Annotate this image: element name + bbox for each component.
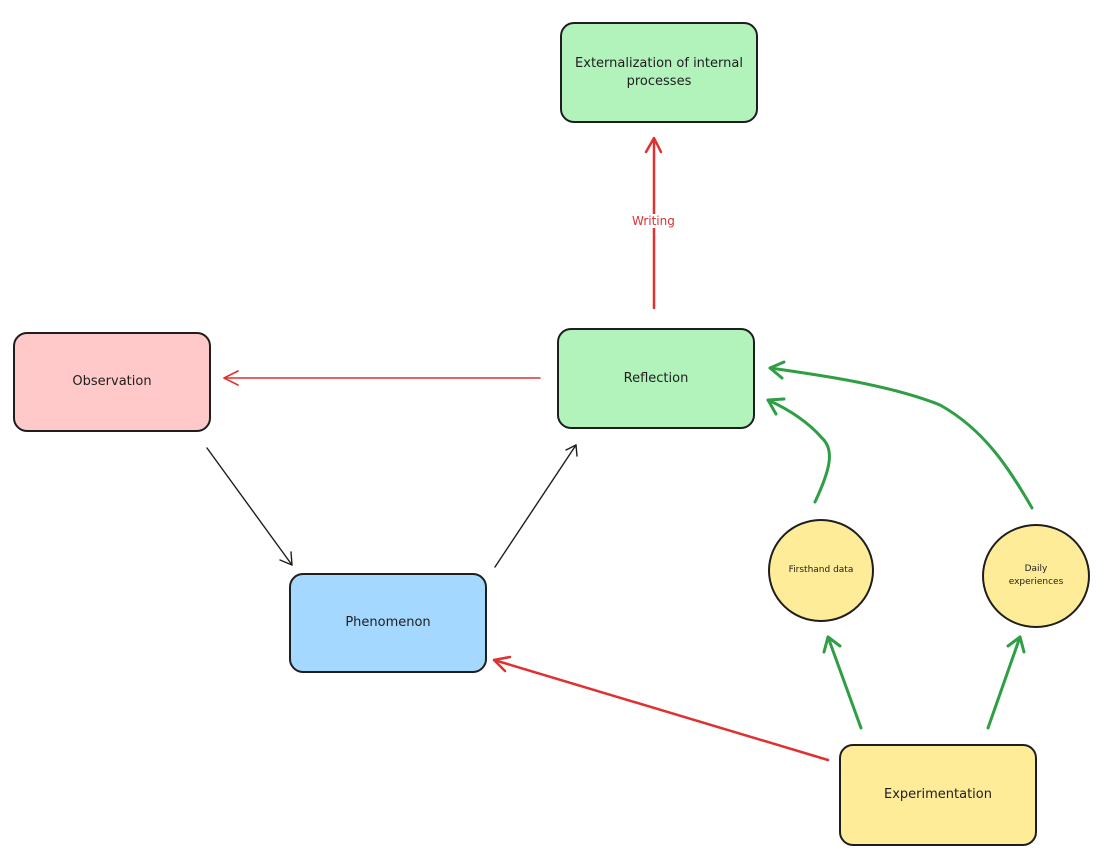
- arrow-experimentation-to-phenomenon: [492, 655, 830, 762]
- arrow-experimentation-to-daily: [986, 635, 1026, 730]
- arrow-daily-to-reflection: [768, 360, 1034, 510]
- node-reflection[interactable]: Reflection: [557, 328, 755, 429]
- edge-label-writing: Writing: [630, 214, 677, 228]
- node-phenomenon-label: Phenomenon: [345, 615, 431, 631]
- arrow-phenomenon-to-reflection: [494, 444, 578, 568]
- node-observation-label: Observation: [72, 374, 152, 390]
- node-externalization[interactable]: Externalization of internal processes: [560, 22, 758, 123]
- node-daily-experiences-label: Daily experiences: [1008, 564, 1064, 587]
- node-externalization-label: Externalization of internal processes: [575, 55, 743, 89]
- arrow-firsthand-to-reflection: [766, 397, 831, 504]
- node-experimentation-label: Experimentation: [884, 787, 992, 803]
- node-reflection-label: Reflection: [623, 370, 689, 386]
- node-firsthand-data-label: Firsthand data: [788, 565, 854, 576]
- node-observation[interactable]: Observation: [13, 332, 211, 432]
- node-experimentation[interactable]: Experimentation: [839, 744, 1037, 846]
- node-daily-experiences[interactable]: Daily experiences: [982, 524, 1090, 628]
- node-firsthand-data[interactable]: Firsthand data: [768, 519, 874, 622]
- arrow-experimentation-to-firsthand: [822, 635, 863, 730]
- node-phenomenon[interactable]: Phenomenon: [289, 573, 487, 673]
- arrow-reflection-to-observation: [223, 370, 541, 386]
- arrow-observation-to-phenomenon: [206, 447, 293, 566]
